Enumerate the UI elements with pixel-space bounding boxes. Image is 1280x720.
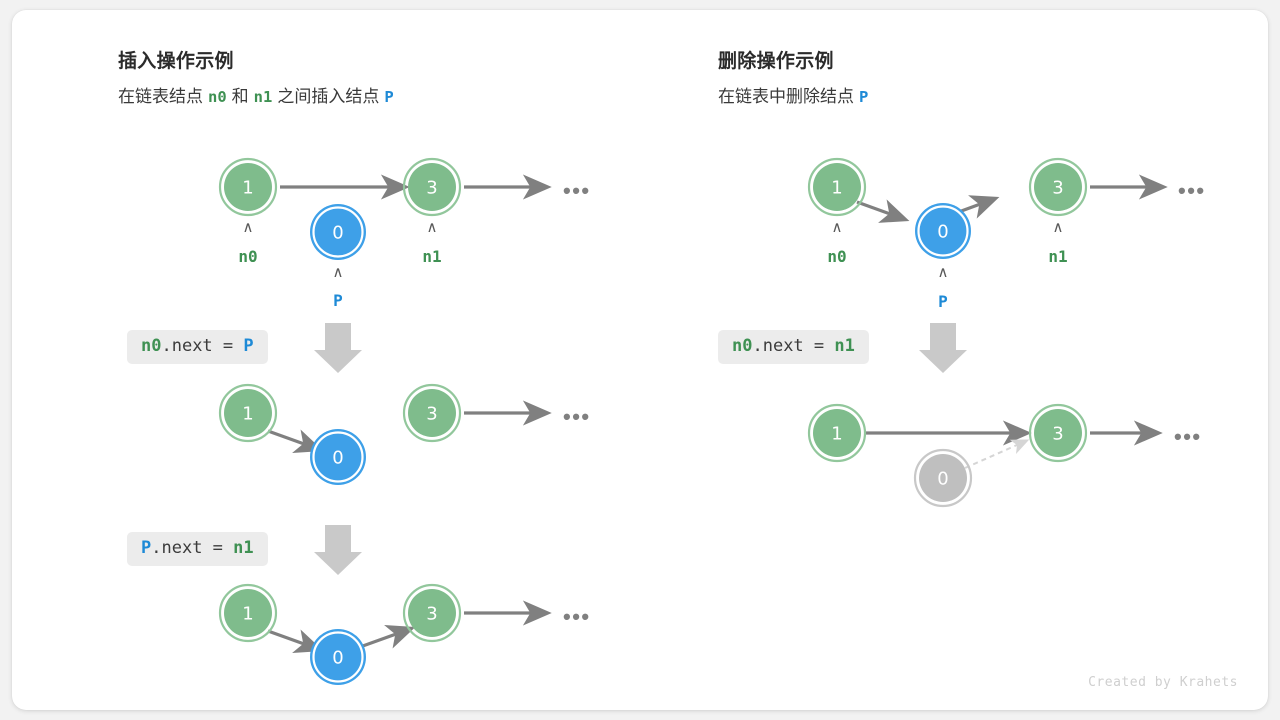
insert-row1-node-n0-value: 1 — [242, 178, 253, 199]
insert-row1-node-n1-value: 3 — [426, 178, 437, 199]
subtitle-text-post: 之间插入结点 — [277, 87, 380, 106]
insert-row3-graphics: 1 0 3 — [218, 583, 552, 685]
panel-delete-subtitle: 在链表中删除结点 P — [718, 82, 873, 107]
delete-row1-label-n0: n0 — [827, 247, 847, 266]
insert-row3-edge-p-n1 — [359, 625, 416, 649]
delete-subtitle-text-pre: 在链表中删除结点 — [718, 87, 854, 106]
panel-delete-title: 删除操作示例 — [718, 51, 834, 72]
delete-row1-node-p-value: 0 — [937, 222, 948, 243]
delete-step1-code-a: n0 — [732, 336, 753, 356]
insert-row2-node-n0: 1 — [218, 383, 278, 443]
insert-step2-down-arrow — [314, 525, 362, 575]
insert-row3-tail-ellipsis: ••• — [563, 604, 591, 629]
insert-row2-node-n0-value: 1 — [242, 404, 253, 425]
insert-row3-node-n1-value: 3 — [426, 604, 437, 625]
subtitle-text-pre: 在链表结点 — [118, 87, 203, 106]
insert-row2-node-p-value: 0 — [332, 448, 343, 469]
insert-step1-down-arrow — [314, 323, 362, 373]
delete-row2-node-removed-value: 0 — [937, 469, 948, 490]
insert-row3-node-p: 0 — [310, 629, 366, 685]
insert-step2-code: P.next = n1 — [127, 532, 268, 566]
delete-step1-arrow-graphics — [919, 323, 967, 373]
insert-row1-label-p: P — [333, 291, 343, 310]
insert-row3-edge-n0-p — [267, 629, 324, 653]
insert-step1-code-a: n0 — [141, 336, 162, 356]
insert-row2-tail-ellipsis: ••• — [563, 404, 591, 429]
insert-step1-code-b: .next = — [161, 336, 244, 356]
insert-row3-node-n0: 1 — [218, 583, 278, 643]
delete-row1-label-n1: n1 — [1048, 247, 1068, 266]
insert-row2-edge-n0-p — [267, 429, 324, 453]
insert-row2-node-n1: 3 — [402, 383, 462, 443]
delete-row1-caret-p: ∧ — [937, 263, 949, 281]
insert-row1-node-n0: 1 — [218, 157, 278, 217]
delete-row1-edge-n0-p — [856, 199, 910, 223]
delete-row2-tail-ellipsis: ••• — [1174, 424, 1202, 449]
delete-row2-edge-dangling — [964, 439, 1030, 469]
delete-row1-tail-ellipsis: ••• — [1178, 178, 1206, 203]
delete-row1-node-n0-value: 1 — [831, 178, 842, 199]
subtitle-ref-n0: n0 — [208, 88, 227, 106]
insert-row1-node-n1: 3 — [402, 157, 462, 217]
delete-row2-node-n1-value: 3 — [1052, 424, 1063, 445]
delete-row1-node-n1: 3 — [1028, 157, 1088, 217]
insert-row1-graphics: 1 0 3 — [218, 157, 552, 260]
insert-step2-code-c: n1 — [233, 538, 254, 558]
delete-row2-node-n0: 1 — [807, 403, 867, 463]
insert-row1-label-n0: n0 — [238, 247, 258, 266]
insert-row2-graphics: 1 0 3 — [218, 383, 552, 485]
delete-row2-node-n1: 3 — [1028, 403, 1088, 463]
insert-row3-node-p-value: 0 — [332, 648, 343, 669]
insert-step2-code-a: P — [141, 538, 152, 558]
insert-step1-arrow-graphics — [314, 323, 362, 373]
insert-row2-node-p: 0 — [310, 429, 366, 485]
delete-row1-graphics: 1 0 3 — [807, 157, 1168, 259]
delete-step1-code: n0.next = n1 — [718, 330, 869, 364]
insert-step1-code: n0.next = P — [127, 330, 268, 364]
delete-step1-code-c: n1 — [834, 336, 855, 356]
delete-row1-node-n1-value: 3 — [1052, 178, 1063, 199]
subtitle-ref-n1: n1 — [253, 88, 273, 106]
insert-step1-code-c: P — [243, 336, 254, 356]
insert-row2-node-n1-value: 3 — [426, 404, 437, 425]
delete-row1-node-n0: 1 — [807, 157, 867, 217]
delete-subtitle-ref-p: P — [859, 88, 869, 106]
subtitle-text-mid: 和 — [231, 87, 249, 106]
insert-row1-tail-ellipsis: ••• — [563, 178, 591, 203]
panel-insert-title: 插入操作示例 — [118, 51, 234, 72]
insert-row1-label-n1: n1 — [422, 247, 442, 266]
delete-row1-node-p: 0 — [915, 203, 971, 259]
insert-step2-arrow-graphics — [314, 525, 362, 575]
delete-row1-label-p: P — [938, 292, 948, 311]
insert-step2-code-b: .next = — [151, 538, 234, 558]
insert-row1-node-p: 0 — [310, 204, 366, 260]
panel-delete: 删除操作示例 在链表中删除结点 P 1 0 — [592, 10, 1268, 710]
subtitle-ref-p: P — [384, 88, 394, 106]
insert-row1-caret-p: ∧ — [332, 263, 344, 281]
delete-row2-graphics: 1 0 3 — [807, 403, 1163, 508]
insert-row3-node-n1: 3 — [402, 583, 462, 643]
credit-footer: Created by Krahets — [1088, 675, 1238, 690]
insert-row1-caret-n1: ∧ — [426, 218, 438, 236]
delete-step1-code-b: .next = — [752, 336, 835, 356]
insert-row1-node-p-value: 0 — [332, 223, 343, 244]
insert-row3-node-n0-value: 1 — [242, 604, 253, 625]
delete-row1-caret-n1: ∧ — [1052, 218, 1064, 236]
delete-row2-node-removed: 0 — [913, 448, 973, 508]
delete-row1-caret-n0: ∧ — [831, 218, 843, 236]
insert-row1-caret-n0: ∧ — [242, 218, 254, 236]
delete-step1-down-arrow — [919, 323, 967, 373]
delete-row2-node-n0-value: 1 — [831, 424, 842, 445]
